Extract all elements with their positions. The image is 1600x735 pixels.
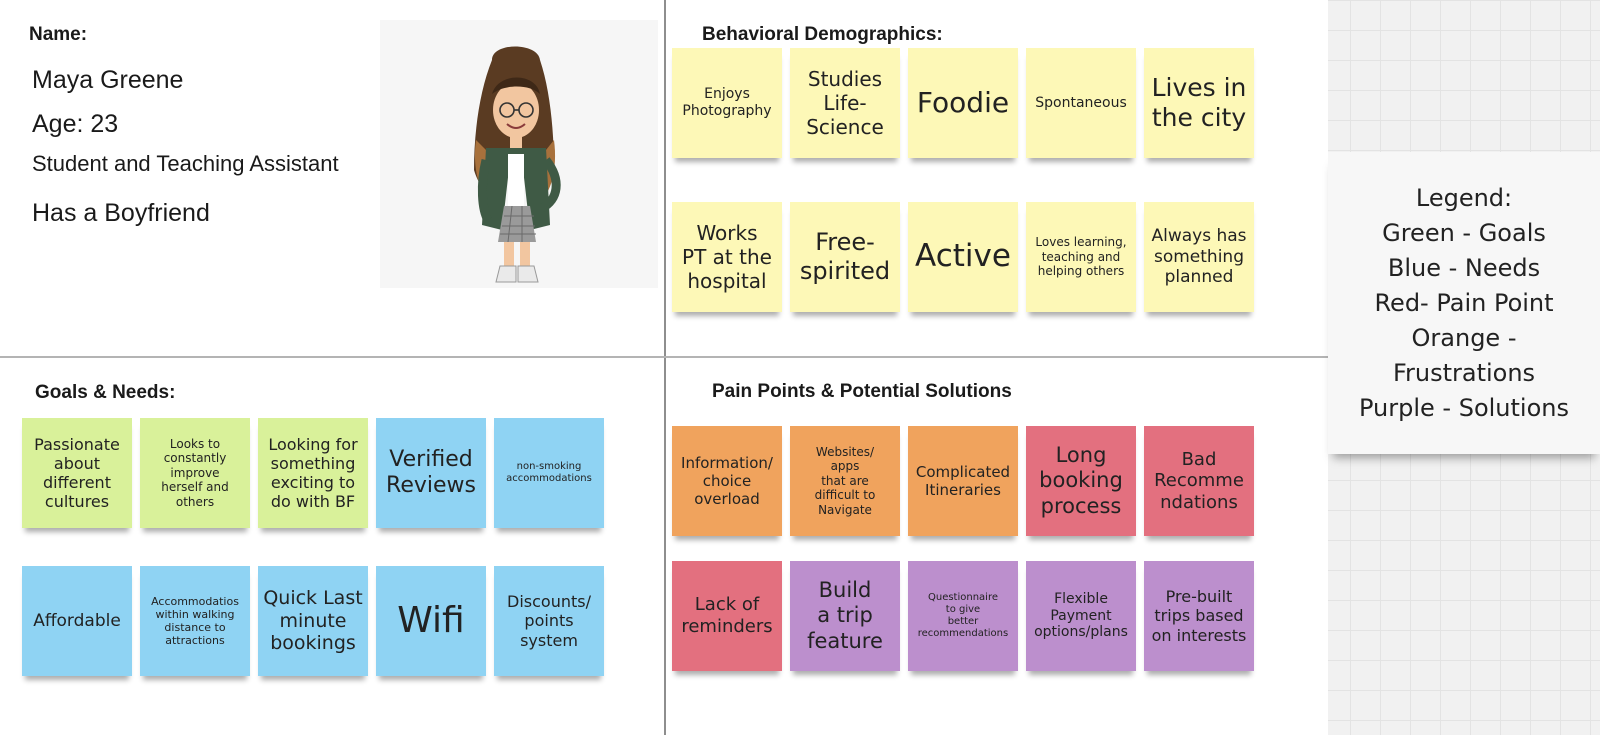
sticky-note: Websites/ apps that are difficult to Nav… bbox=[790, 426, 900, 536]
legend-text: Legend: Green - Goals Blue - Needs Red- … bbox=[1359, 183, 1569, 422]
sticky-note: Affordable bbox=[22, 566, 132, 676]
sticky-note: Always has something planned bbox=[1144, 202, 1254, 312]
sticky-note: Works PT at the hospital bbox=[672, 202, 782, 312]
persona-board: Name: Maya Greene Age: 23 Student and Te… bbox=[0, 0, 1328, 735]
sticky-note: Spontaneous bbox=[1026, 48, 1136, 158]
sticky-note: Wifi bbox=[376, 566, 486, 676]
sticky-note: Studies Life- Science bbox=[790, 48, 900, 158]
pain-points-title: Pain Points & Potential Solutions bbox=[712, 381, 1012, 402]
sticky-note: Complicated Itineraries bbox=[908, 426, 1018, 536]
sticky-note: Active bbox=[908, 202, 1018, 312]
persona-relationship: Has a Boyfriend bbox=[32, 199, 210, 227]
legend-card: Legend: Green - Goals Blue - Needs Red- … bbox=[1328, 152, 1600, 454]
avatar bbox=[474, 46, 561, 283]
sticky-note: Questionnaire to give better recommendat… bbox=[908, 561, 1018, 671]
sticky-note: Foodie bbox=[908, 48, 1018, 158]
sticky-note: Enjoys Photography bbox=[672, 48, 782, 158]
sticky-note: Discounts/ points system bbox=[494, 566, 604, 676]
sticky-note: Looks to constantly improve herself and … bbox=[140, 418, 250, 528]
sticky-note: Verified Reviews bbox=[376, 418, 486, 528]
sticky-note: Passionate about different cultures bbox=[22, 418, 132, 528]
horizontal-divider bbox=[0, 356, 1328, 358]
sticky-note: Build a trip feature bbox=[790, 561, 900, 671]
sticky-note: Quick Last minute bookings bbox=[258, 566, 368, 676]
sticky-note: Bad Recomme ndations bbox=[1144, 426, 1254, 536]
sticky-note: Looking for something exciting to do wit… bbox=[258, 418, 368, 528]
sticky-note: Flexible Payment options/plans bbox=[1026, 561, 1136, 671]
persona-name: Maya Greene bbox=[32, 66, 184, 94]
sticky-note: Pre-built trips based on interests bbox=[1144, 561, 1254, 671]
sticky-note: Lack of reminders bbox=[672, 561, 782, 671]
vertical-divider bbox=[664, 0, 666, 735]
sticky-note: Long booking process bbox=[1026, 426, 1136, 536]
persona-occupation: Student and Teaching Assistant bbox=[32, 151, 339, 176]
sticky-note: Lives in the city bbox=[1144, 48, 1254, 158]
behavioral-title: Behavioral Demographics: bbox=[702, 24, 943, 45]
name-label: Name: bbox=[29, 24, 88, 45]
persona-age: Age: 23 bbox=[32, 110, 119, 138]
sticky-note: Loves learning, teaching and helping oth… bbox=[1026, 202, 1136, 312]
sticky-note: non-smoking accommodations bbox=[494, 418, 604, 528]
goals-needs-title: Goals & Needs: bbox=[35, 382, 176, 403]
sticky-note: Free- spirited bbox=[790, 202, 900, 312]
sticky-note: Information/ choice overload bbox=[672, 426, 782, 536]
avatar-area bbox=[380, 20, 658, 288]
sticky-note: Accommodatios within walking distance to… bbox=[140, 566, 250, 676]
